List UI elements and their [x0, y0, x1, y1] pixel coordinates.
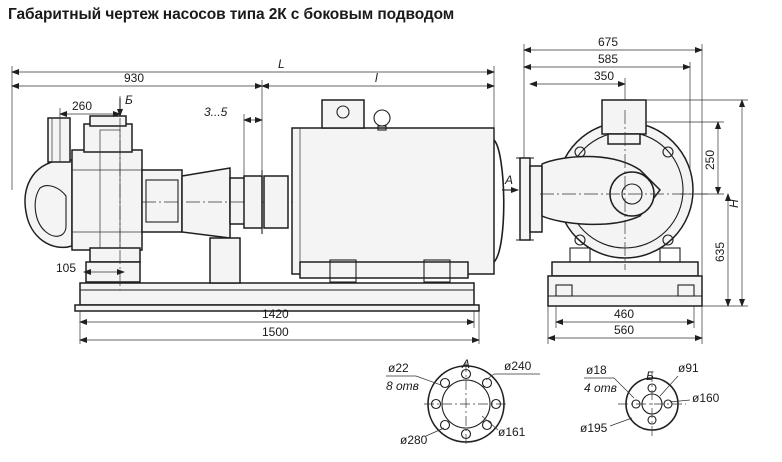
dim-L-label: L: [278, 57, 285, 71]
dim-1500-label: 1500: [262, 325, 289, 339]
side-view: L 930 l 260 Б 3...5 А 105: [11, 57, 519, 344]
pump-volute: [24, 96, 143, 290]
dim-l-label: l: [375, 71, 378, 85]
end-dimensions: 675 585 350 250 H 635 46: [523, 35, 748, 344]
dim-460-label: 460: [614, 307, 634, 321]
dim-1420-label: 1420: [262, 307, 289, 321]
flange-B-bolt-circle: ø160: [692, 391, 720, 405]
base-frame: [79, 282, 475, 306]
dim-585-label: 585: [598, 52, 618, 66]
flange-A-label: А: [461, 357, 470, 371]
side-dimensions: L 930 l 260 Б 3...5 А 105: [11, 57, 519, 344]
motor: [291, 99, 505, 283]
dim-350-label: 350: [594, 69, 614, 83]
dim-675-label: 675: [598, 35, 618, 49]
base-plate: [74, 304, 480, 312]
end-base-frame: [547, 275, 703, 307]
flange-A-holes-count: 8 отв: [386, 379, 419, 393]
flange-B-detail: Б ø18 4 отв ø91 ø160 ø195: [580, 361, 720, 436]
view-A-marker: А: [504, 173, 513, 187]
flange-B-holes-dia: ø18: [586, 363, 607, 377]
flange-A-outer-dia: ø240: [504, 359, 532, 373]
flange-B-holes-count: 4 отв: [584, 381, 617, 395]
drawing-title: Габаритный чертеж насосов типа 2К с боко…: [8, 6, 455, 23]
terminal-box: [321, 99, 365, 129]
view-B-marker: Б: [125, 93, 133, 107]
end-terminal-box: [601, 99, 647, 135]
dim-635-label: 635: [713, 242, 727, 262]
flange-B-outer-dia: ø195: [580, 421, 608, 435]
flange-A-bore-dia: ø161: [498, 425, 526, 439]
dim-3-5-label: 3...5: [204, 105, 228, 119]
dim-260-label: 260: [72, 99, 92, 113]
flange-A-detail: А ø22 8 отв ø240 ø280 ø161: [386, 357, 540, 447]
flange-A-bolt-circle: ø280: [400, 433, 428, 447]
dim-H-label: H: [727, 199, 741, 208]
dim-930-label: 930: [124, 71, 144, 85]
dim-250-label: 250: [703, 150, 717, 170]
suction-flange: [519, 157, 531, 241]
flange-B-inner-dia: ø91: [678, 361, 699, 375]
flange-A-holes-dia: ø22: [388, 361, 409, 375]
lifting-eye: [373, 109, 391, 127]
end-view: 675 585 350 250 H 635 46: [516, 35, 748, 344]
dim-105-label: 105: [56, 261, 76, 275]
flange-B-label: Б: [646, 369, 654, 383]
dim-560-label: 560: [614, 323, 634, 337]
coupling: [243, 170, 289, 234]
